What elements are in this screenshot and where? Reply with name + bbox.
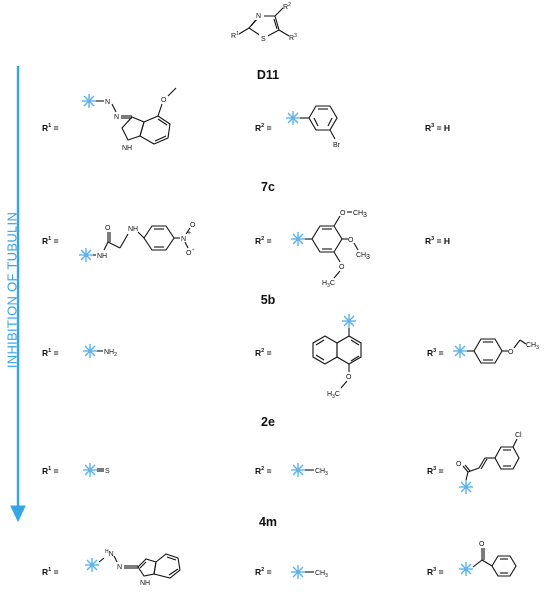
5b-r3-structure: O CH3 [453,338,539,364]
attachment-star-icon [453,344,467,358]
attachment-star-icon [85,558,99,572]
svg-text:N: N [105,99,110,106]
4m-r1-structure: HN N NH [85,549,181,587]
7c-r1-structure: NH O NH N + O O - [79,222,196,262]
svg-text:3: 3 [363,212,367,219]
compound-name-d11: D11 [256,68,280,82]
svg-text:NH: NH [97,253,107,260]
svg-text:+: + [187,230,191,237]
attachment-star-icon [79,248,93,262]
2e-r2-label: R2 = [255,466,272,476]
svg-text:H3C: H3C [327,391,340,400]
attachment-star-icon [459,480,473,494]
d11-r1-label: R1 = [42,123,59,133]
4m-r3-label: R3 = [427,567,444,577]
5b-r1-structure: NH2 [83,344,117,358]
svg-text:O: O [508,349,514,356]
compound-name-4m: 4m [258,515,278,529]
svg-text:S: S [105,468,110,475]
attachment-star-icon [83,344,97,358]
2e-r2-structure: CH3 [291,463,328,477]
svg-text:O: O [105,225,111,232]
scaffold-r3: R3 [289,33,297,42]
2e-r1-structure: S [83,463,110,477]
svg-text:CH: CH [356,252,366,259]
scaffold-s: S [261,36,266,43]
svg-text:HN: HN [105,549,114,558]
svg-text:O: O [346,374,352,381]
svg-text:CH3: CH3 [526,342,539,351]
attachment-star-icon [83,463,97,477]
inhibition-arrow [10,66,26,523]
4m-r2-label: R2 = [255,567,272,577]
5b-r2-structure: O H3C [312,314,362,400]
attachment-star-icon [291,463,305,477]
7c-r3: R3 = H [425,236,451,246]
svg-text:CH3: CH3 [315,570,328,579]
svg-text:O: O [340,210,346,217]
2e-r3-label: R3 = [427,466,444,476]
compound-name-7c: 7c [261,180,275,194]
svg-text:CH: CH [353,210,363,217]
scaffold-r2: R2 [283,2,291,11]
svg-text:O: O [456,461,462,468]
svg-text:N: N [114,114,119,121]
svg-text:CH3: CH3 [315,468,328,477]
svg-text:N: N [117,564,122,571]
attachment-star-icon [286,111,300,125]
d11-r1-structure: N N O NH [82,87,177,152]
5b-r3-label: R3 = [427,348,444,358]
5b-r1-label: R1 = [42,348,59,358]
svg-text:NH: NH [128,226,138,233]
svg-text:3: 3 [366,254,370,261]
d11-r2-structure: Br [286,105,341,149]
svg-text:Br: Br [333,142,341,149]
svg-text:O: O [348,237,354,244]
5b-r2-label: R2 = [255,348,272,358]
7c-r2-label: R2 = [255,236,272,246]
attachment-star-icon [82,94,96,108]
svg-text:NH: NH [140,580,150,587]
attachment-star-icon [342,314,356,328]
4m-r2-structure: CH3 [291,565,328,579]
attachment-star-icon [291,565,305,579]
svg-text:O: O [186,250,192,257]
attachment-star-icon [291,232,305,246]
2e-r1-label: R1 = [42,466,59,476]
scaffold-n: N [256,13,261,20]
compound-name-5b: 5b [260,293,276,307]
svg-text:NH2: NH2 [104,349,117,358]
svg-text:NH: NH [122,145,132,152]
svg-text:O: O [190,222,196,229]
4m-r1-label: R1 = [42,567,59,577]
d11-r2-label: R2 = [255,123,272,133]
d11-r3: R3 = H [425,123,451,133]
compound-name-2e: 2e [261,415,275,429]
4m-r3-structure: O [459,541,517,577]
svg-text:O: O [161,97,167,104]
svg-text:O: O [339,264,345,271]
2e-r3-structure: O Cl [456,432,522,494]
scaffold-r1: R1 [231,31,239,40]
svg-text:N: N [181,236,186,243]
thiazole-scaffold: N S R1 R2 R3 [231,2,297,43]
svg-text:O: O [479,541,485,548]
inhibition-axis-label: INHIBITION OF TUBULIN [4,211,20,369]
7c-r1-label: R1 = [42,236,59,246]
svg-text:-: - [192,247,195,254]
attachment-star-icon [459,562,473,576]
svg-text:Cl: Cl [515,432,522,439]
svg-text:H3C: H3C [322,280,335,289]
